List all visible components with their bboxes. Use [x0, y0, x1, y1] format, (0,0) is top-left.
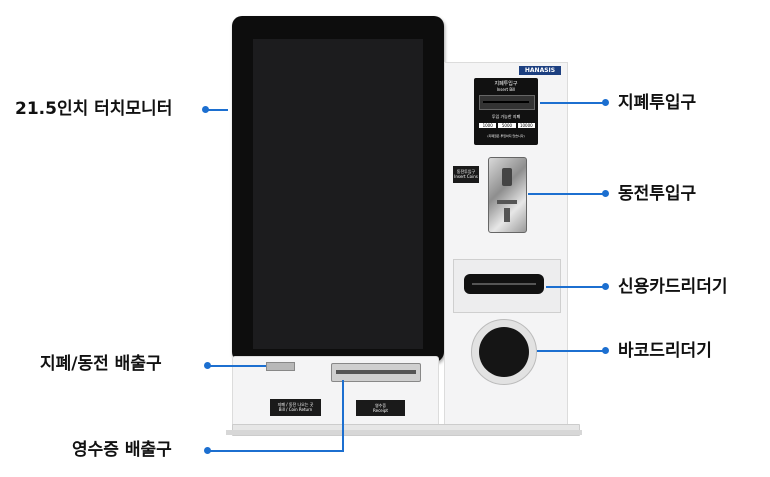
- barcode-reader[interactable]: [471, 319, 537, 385]
- bill-panel-note: 투입 가능한 지폐: [491, 114, 521, 119]
- receipt-sticker: 영수증 Receipt: [356, 400, 405, 416]
- receipt-sticker-subtitle: Receipt: [373, 408, 388, 413]
- callout-receipt-out: 영수증 배출구: [72, 440, 172, 460]
- brand-badge: HANASIS: [519, 66, 561, 75]
- change-out-slot[interactable]: [266, 362, 295, 371]
- callout-dot-receipt: [204, 447, 211, 454]
- callout-line-bill: [540, 102, 606, 104]
- bill-denom-1000: 1000: [479, 123, 497, 128]
- kiosk-base-plate: [226, 430, 582, 435]
- callout-line-receipt-h: [208, 450, 344, 452]
- bill-panel-subtitle: Insert Bill: [496, 87, 516, 92]
- callout-barcode-reader: 바코드리더기: [618, 341, 712, 361]
- callout-dot-barcode: [602, 347, 609, 354]
- callout-monitor: 21.5인치 터치모니터: [15, 99, 173, 119]
- callout-bill-slot: 지폐투입구: [618, 93, 697, 113]
- bill-panel-title: 지폐투입구: [494, 81, 518, 87]
- callout-dot-bill: [602, 99, 609, 106]
- callout-dot-monitor: [202, 106, 209, 113]
- bill-panel-footer: (지폐권은 투입하지 않습니다): [487, 134, 525, 138]
- coin-panel-subtitle: Insert Coins: [454, 174, 478, 179]
- change-out-sticker: 지폐 / 동전 나오는 곳 Bill / Coin Return: [270, 399, 321, 416]
- bill-denom-10000: 10000: [517, 123, 535, 128]
- bill-denom-5000: 5000: [498, 123, 516, 128]
- receipt-sticker-title: 영수증: [374, 403, 387, 408]
- receipt-out-slot[interactable]: [331, 363, 421, 382]
- bill-insert-slot[interactable]: [479, 95, 535, 110]
- callout-dot-coin: [602, 190, 609, 197]
- bill-insert-panel: 지폐투입구 Insert Bill 투입 가능한 지폐 1000 5000 10…: [474, 78, 538, 145]
- callout-dot-change: [204, 362, 211, 369]
- coin-panel-sticker: 동전투입구 Insert Coins: [453, 166, 479, 183]
- coin-insert-slot[interactable]: [488, 157, 527, 233]
- touch-screen[interactable]: [253, 39, 423, 349]
- callout-line-receipt-v: [342, 380, 344, 452]
- callout-line-monitor: [206, 109, 228, 111]
- callout-line-card: [546, 286, 606, 288]
- card-reader[interactable]: [464, 274, 544, 294]
- callout-line-barcode: [537, 350, 606, 352]
- callout-coin-slot: 동전투입구: [618, 184, 697, 204]
- callout-line-coin: [528, 193, 606, 195]
- coin-panel-title: 동전투입구: [456, 169, 476, 174]
- callout-line-change: [208, 365, 266, 367]
- callout-dot-card: [602, 283, 609, 290]
- change-sticker-subtitle: Bill / Coin Return: [278, 407, 313, 412]
- touch-monitor[interactable]: [232, 16, 444, 362]
- change-sticker-title: 지폐 / 동전 나오는 곳: [277, 402, 314, 407]
- callout-card-reader: 신용카드리더기: [618, 277, 728, 297]
- callout-change-out: 지폐/동전 배출구: [40, 354, 162, 374]
